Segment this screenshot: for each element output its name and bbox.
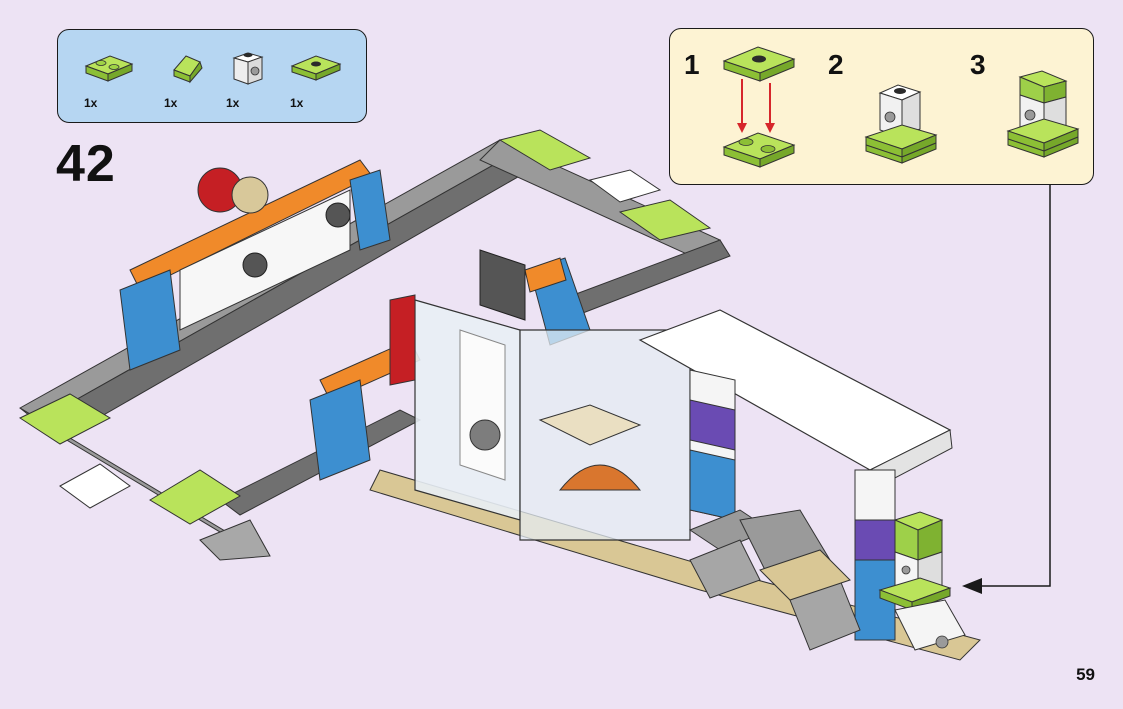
page-number: 59: [1076, 665, 1095, 685]
